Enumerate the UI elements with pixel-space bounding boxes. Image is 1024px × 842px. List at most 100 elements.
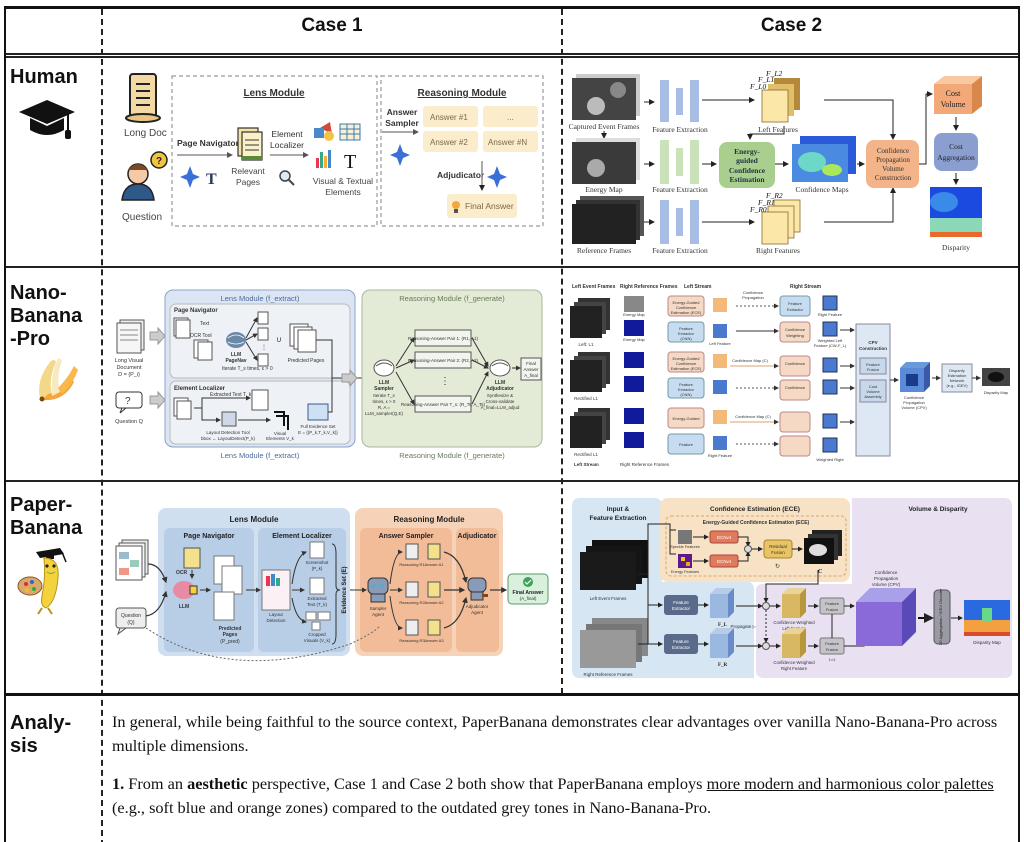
diagram-label: Disparity — [942, 243, 970, 252]
diagram-label: Estimation — [729, 175, 765, 184]
long-doc-scroll-icon — [125, 73, 161, 123]
analysis-intro: In general, while being faithful to the … — [112, 712, 998, 755]
diagram-label: Confidence — [785, 385, 806, 390]
stream-row-1: Left: L1 Energy Map Energy Map Energy-Gu… — [570, 290, 847, 348]
diagram-label: Rectified L1 — [574, 452, 598, 457]
diagram-label: D = {P_i} — [118, 372, 140, 378]
diagram-label: Question Q — [115, 419, 144, 425]
column-separator — [561, 9, 563, 694]
diagram-label: Cropped — [308, 632, 326, 637]
diagram-label: Confidence — [676, 305, 697, 310]
diagram-label: Layout Detection Tool — [206, 430, 249, 435]
speckle-features-image — [678, 530, 692, 544]
diagram-label: Extractor — [672, 645, 691, 650]
diagram-label: Adjudicator — [458, 533, 497, 540]
diagram-label: Agent — [471, 610, 484, 615]
diagram-label: Reasoning-Answer Pair 1: (R1, A1) — [408, 336, 479, 341]
diagram-label: Feature — [866, 362, 881, 367]
diagram-label: Energy Map — [623, 337, 645, 342]
nano-case2-diagram: Left Event Frames Right Reference Frames… — [568, 280, 1018, 470]
diagram-label: ? — [156, 156, 162, 167]
diagram-label: A_final=LLM_adjud — [481, 405, 520, 410]
diagram-label: LLM — [179, 604, 189, 610]
diagram-label: Localizer — [270, 140, 304, 150]
diagram-label: Answer A3 — [424, 638, 444, 643]
diagram-label: Cost — [946, 89, 961, 98]
diagram-label: Construction — [875, 174, 912, 182]
diagram-label: ⋮ — [440, 376, 450, 387]
lens-module-title: Lens Module — [243, 88, 305, 99]
diagram-label: Residual — [769, 544, 787, 549]
diagram-label: Energy-Guided Confidence Estimation (ECE… — [703, 520, 810, 526]
decoder-box — [933, 589, 951, 645]
diagram-label: times, ε > 0 — [373, 399, 396, 404]
diagram-label: guided — [736, 156, 759, 165]
diagram-label: Element Localizer — [272, 533, 332, 540]
magnifier-icon — [279, 170, 295, 186]
diagram-label: Reasoning R1 — [399, 562, 425, 567]
diagram-label: Feature Extraction — [589, 515, 646, 522]
diagram-label: bbox ← LayoutDetect(P_k) — [201, 436, 256, 441]
row-separator — [6, 480, 1018, 482]
diagram-label: Answer A2 — [424, 600, 444, 605]
paper-case2-diagram: Input & Feature Extraction Confidence Es… — [568, 494, 1018, 682]
row-label-nano-banana-pro: Nano- Banana -Pro — [10, 282, 82, 351]
diagram-label: Confidence — [875, 570, 898, 575]
question-person-icon: ? — [121, 151, 168, 201]
label-line: Banana — [10, 517, 83, 539]
diagram-label: Extractor — [672, 606, 691, 611]
diagram-label: Agent — [372, 612, 385, 617]
reasoning-module-title: Reasoning Module — [418, 88, 507, 99]
diagram-label: Sampler — [374, 386, 394, 392]
cpv-cube — [900, 362, 930, 392]
diagram-label: Sampler — [370, 606, 387, 611]
diagram-label: Fusion — [826, 607, 838, 612]
diagram-label: LLM_sampler(Q,E) — [365, 411, 404, 416]
label-line: Nano- — [10, 282, 67, 304]
answer-boxes: Answer #1 ... Answer #2 Answer #N — [423, 106, 538, 152]
diagram-label: Feature Extraction — [652, 185, 708, 194]
diagram-label: Volume (CPV) — [872, 582, 901, 587]
reasoning-answer-pairs — [405, 543, 441, 636]
diagram-label: Answer A1 — [424, 562, 444, 567]
diagram-label: Fusion — [771, 550, 785, 555]
energy-map-image — [572, 138, 640, 184]
paper-case1-diagram: Lens Module Page Navigator Element Local… — [110, 494, 558, 682]
adjudicator-agent-icon — [467, 577, 488, 601]
diagram-label: Confidence — [743, 290, 764, 295]
diagram-label: PageNav — [225, 358, 246, 364]
llm-adjudicator-icon — [489, 359, 511, 377]
diagram-label: Volume & Disparity — [908, 506, 968, 513]
diagram-label: Extractor — [678, 387, 695, 392]
diagram-label: 3D Aggregation / IGEV Decoder — [938, 588, 943, 645]
diagram-label: OCR — [176, 570, 188, 576]
diagram-label: Reasoning Module (f_generate) — [399, 451, 505, 460]
feature-extractor-right — [664, 634, 698, 654]
label-line: Banana — [10, 305, 83, 327]
diagram-label: Energy Map — [623, 312, 645, 317]
diagram-label: Predicted — [219, 626, 242, 632]
feature-extractor-blue — [644, 80, 699, 122]
diagram-label: Iterate T_s times, ε > 0 — [222, 366, 273, 372]
diagram-label: DCNv4 — [717, 559, 732, 564]
diagram-label: Reasoning Module — [393, 515, 465, 524]
diagram-label: (CNN) — [680, 392, 692, 397]
diagram-label: Synthesize & — [487, 393, 513, 398]
diagram-label: Energy-Guided — [673, 356, 700, 361]
diagram-label: Estimation (ECE) — [671, 366, 702, 371]
diagram-label: Weighted Left — [818, 338, 843, 343]
question-label: Question — [122, 212, 162, 223]
diagram-label: Propagation — [876, 156, 910, 164]
final-answer-box — [447, 194, 517, 218]
diagram-label: Extractor — [787, 307, 804, 312]
diagram-label: F_R0 — [749, 205, 767, 214]
diagram-label: Confidence-Weighted — [773, 620, 815, 625]
banana-icon — [39, 358, 78, 402]
lens-module-box — [171, 75, 378, 227]
diagram-label: Reasoning R2 — [399, 600, 425, 605]
diagram-label: Adjudicator — [486, 386, 514, 392]
diagram-label: Reference Frames — [577, 246, 631, 255]
document-stack-icon — [115, 539, 149, 581]
nano-case1-diagram: Lens Module (f_extract) Page Navigator E… — [110, 280, 558, 470]
layout-detection-icon — [221, 411, 237, 427]
